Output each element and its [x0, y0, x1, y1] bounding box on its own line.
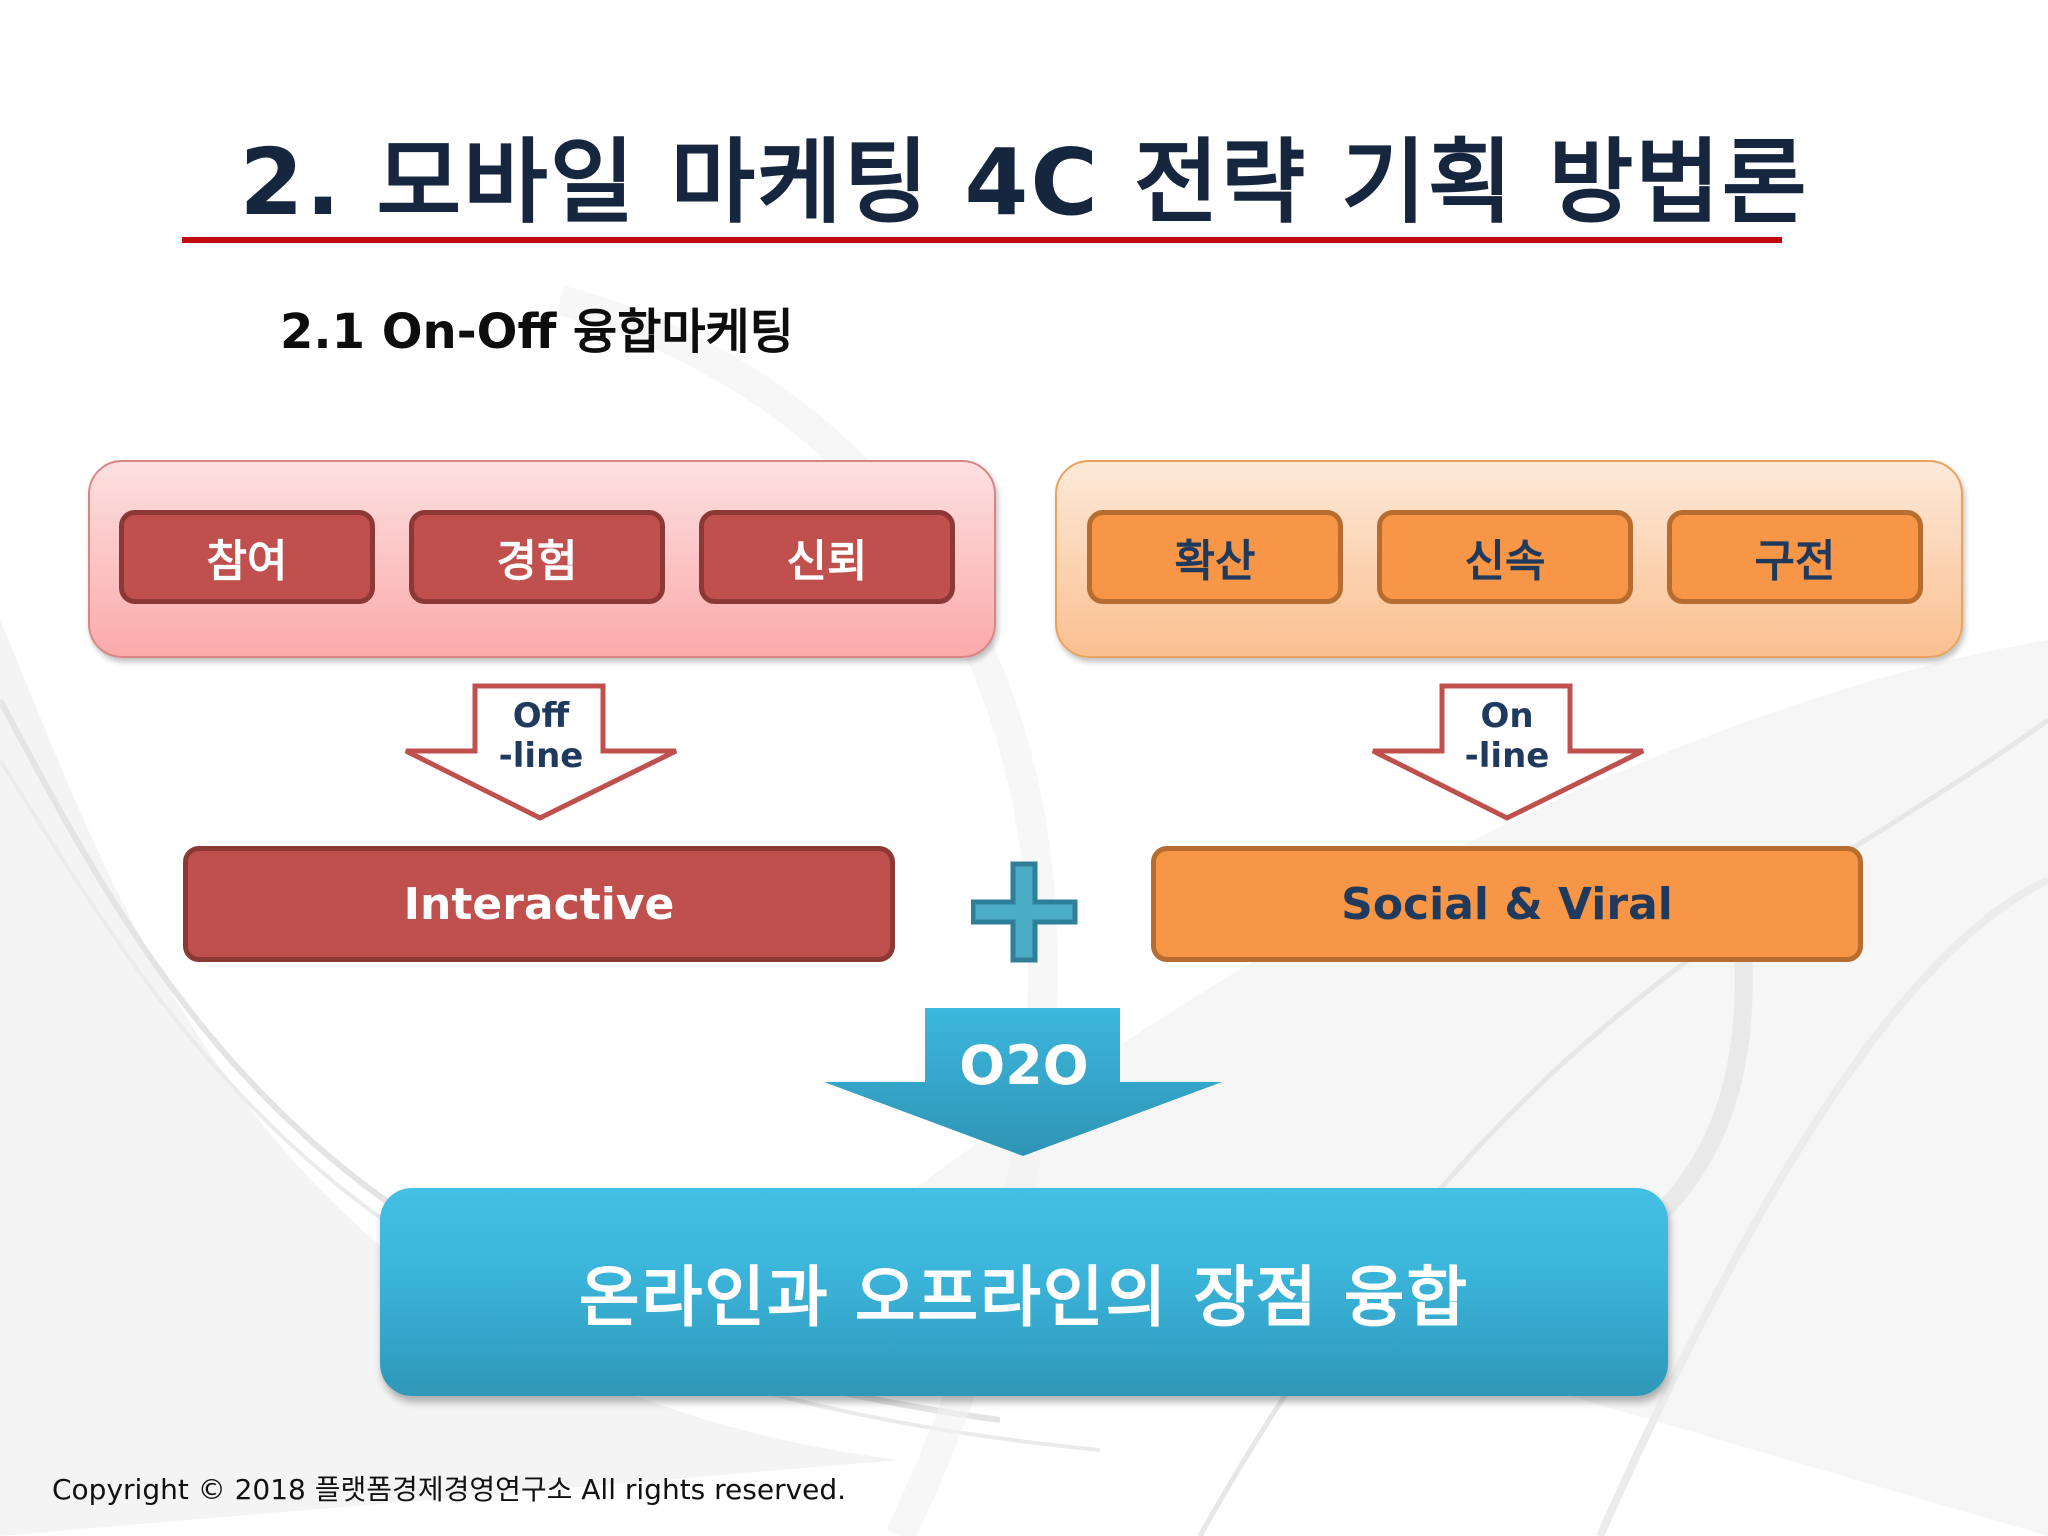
slide-title: 2. 모바일 마케팅 4C 전략 기획 방법론 — [239, 129, 1809, 236]
online-chip-word-of-mouth: 구전 — [1667, 510, 1923, 604]
section-subtitle: 2.1 On-Off 융합마케팅 — [280, 304, 794, 360]
copyright-footer: Copyright © 2018 플랫폼경제경영연구소 All rights r… — [52, 1473, 847, 1506]
offline-chip-experience: 경험 — [409, 510, 665, 604]
online-down-arrow-icon — [1371, 683, 1645, 821]
online-offline-fusion-box: 온라인과 오프라인의 장점 융합 — [380, 1188, 1668, 1396]
online-arrow-label: On -line — [1447, 696, 1567, 776]
social-viral-bar: Social & Viral — [1151, 846, 1863, 962]
title-underline-divider — [182, 237, 1782, 243]
online-arrow-label-line1: On — [1480, 696, 1534, 736]
plus-icon — [971, 861, 1078, 963]
interactive-bar: Interactive — [183, 846, 895, 962]
o2o-arrow-label: O2O — [959, 1034, 1089, 1097]
online-arrow-label-line2: -line — [1464, 736, 1550, 776]
offline-down-arrow-icon — [404, 683, 678, 821]
online-chip-spread: 확산 — [1087, 510, 1343, 604]
offline-chip-trust: 신뢰 — [699, 510, 955, 604]
o2o-down-arrow-icon — [824, 1008, 1222, 1156]
online-chip-speed: 신속 — [1377, 510, 1633, 604]
offline-chip-participation: 참여 — [119, 510, 375, 604]
offline-arrow-label-line2: -line — [498, 736, 584, 776]
offline-arrow-label-line1: Off — [512, 696, 570, 736]
offline-arrow-label: Off -line — [481, 696, 601, 776]
